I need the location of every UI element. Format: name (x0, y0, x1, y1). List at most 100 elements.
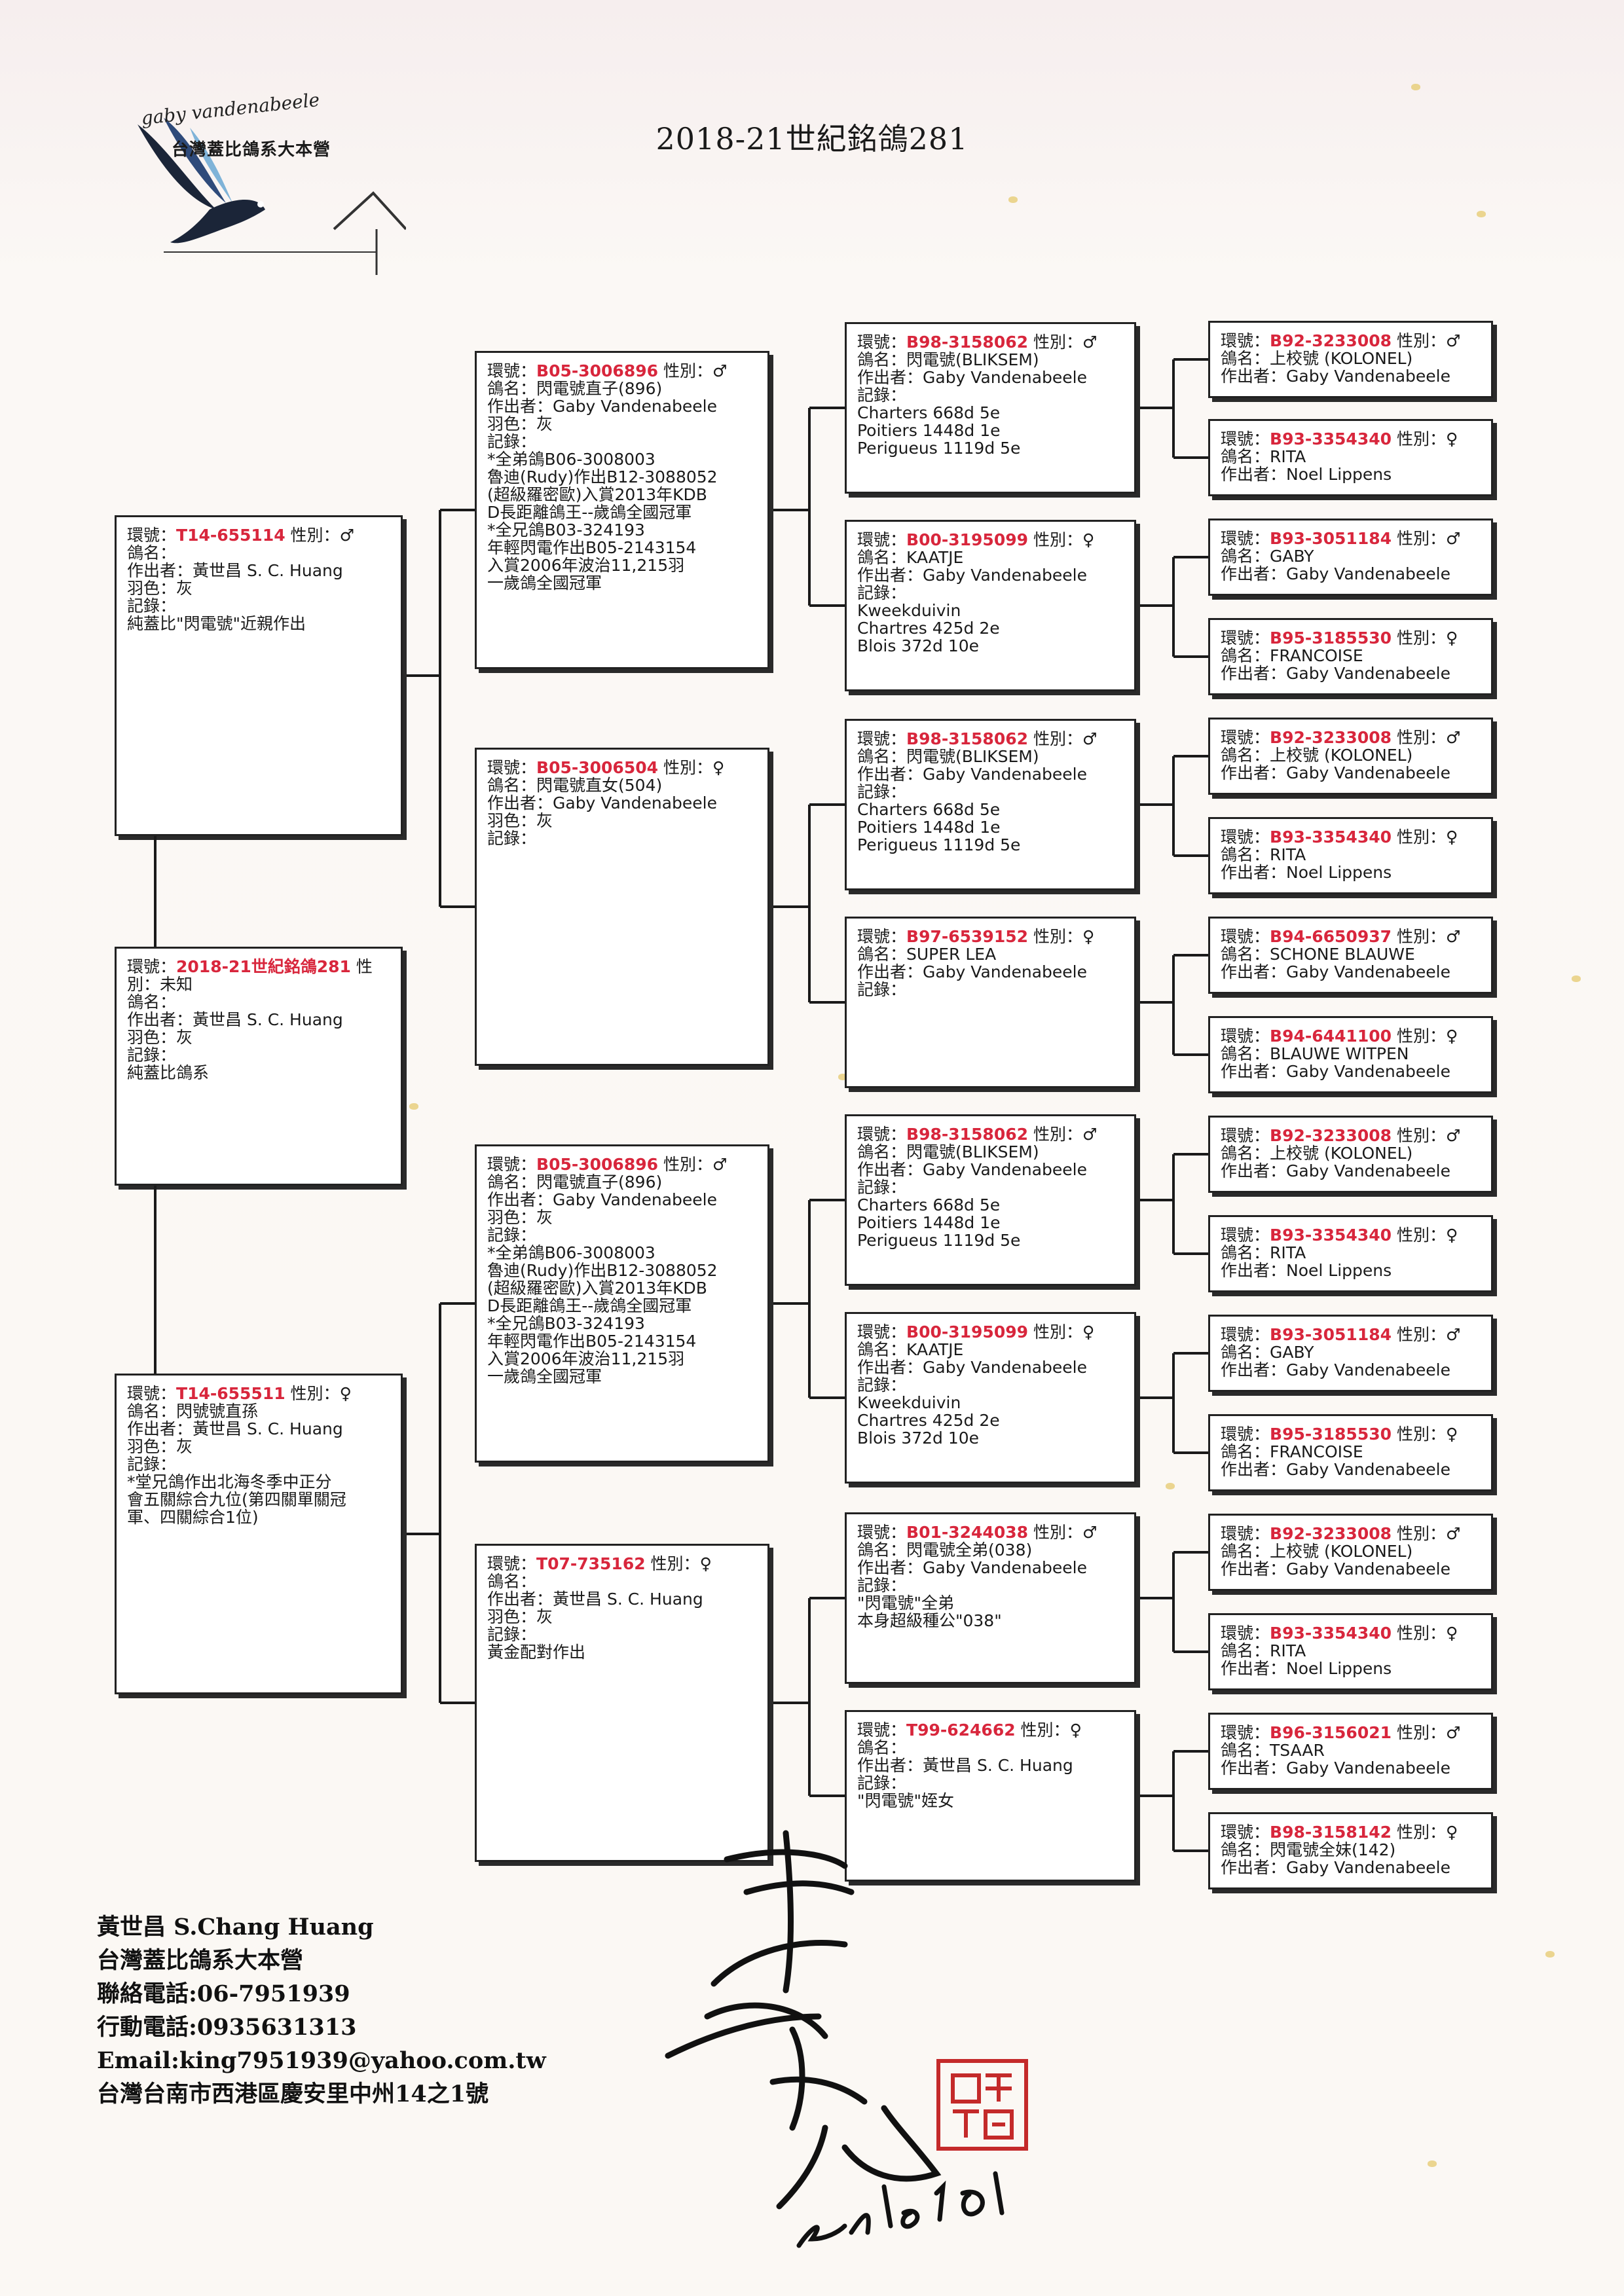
card-line: 羽色：灰 (127, 579, 193, 598)
connector-line (1173, 1153, 1208, 1156)
card-line: 記錄： (127, 1455, 177, 1474)
card-line: Perigueus 1119d 5e (857, 835, 1021, 854)
card-line: 魯迪(Rudy)作出B12-3088052 (487, 467, 718, 486)
card-line: Charters 668d 5e (857, 1195, 1001, 1214)
ring-line: 環號：B92-3233008 性別：♂ (1221, 1525, 1481, 1542)
sex-label: 性別： (1392, 1723, 1446, 1742)
sex-value: ♀ (1445, 1823, 1458, 1842)
card-line: 一歲鴿全國冠軍 (487, 1367, 602, 1386)
connector-line (773, 1702, 809, 1704)
card-line: *全弟鴿B06-3008003 (487, 1243, 655, 1262)
ring-line: 環號：B94-6441100 性別：♀ (1221, 1027, 1481, 1045)
connector-line (440, 1702, 475, 1704)
ring-label: 環號： (1221, 927, 1270, 946)
card-line: 作出者：Gaby Vandenabeele (1221, 564, 1451, 583)
sex-label: 性別： (658, 1155, 712, 1174)
card-line: 羽色：灰 (487, 414, 553, 433)
ring-line: 環號：B97-6539152 性別：♀ (857, 928, 1124, 945)
pedigree-card-g2c: 環號：B05-3006896 性別：♂鴿名：閃電號直子(896)作出者：Gaby… (475, 1144, 769, 1463)
card-line: 鴿名：上校號 (KOLONEL) (1221, 1542, 1413, 1561)
sex-value: ♀ (1069, 1721, 1082, 1740)
card-line: (超級羅密歐)入賞2013年KDB (487, 485, 707, 504)
card-line: 入賞2006年波治11,215羽 (487, 556, 685, 575)
ring-label: 環號： (857, 1125, 907, 1144)
pedigree-card-g1b: 環號：T14-655511 性別：♀鴿名：閃號號直孫作出者：黃世昌 S. C. … (115, 1374, 403, 1694)
card-line: Chartres 425d 2e (857, 1411, 1000, 1430)
ring-line: 環號：B93-3354340 性別：♀ (1221, 430, 1481, 448)
card-line: 作出者：Gaby Vandenabeele (1221, 962, 1451, 981)
card-line: 作出者：Gaby Vandenabeele (857, 1358, 1088, 1377)
sex-label: 性別： (285, 1384, 340, 1403)
sex-value: ♂ (1445, 1723, 1461, 1742)
connector-line (154, 836, 157, 947)
ring-label: 環號： (1221, 1823, 1270, 1842)
contact-org: 台灣蓋比鴿系大本營 (97, 1947, 304, 1974)
ring-number: B00-3195099 (906, 1322, 1029, 1341)
card-line: 一歲鴿全國冠軍 (487, 574, 602, 592)
connector-line (1172, 955, 1175, 1055)
sex-label: 性別： (1392, 1126, 1446, 1145)
ring-number: B97-6539152 (906, 927, 1029, 946)
pedigree-card-g4a: 環號：B92-3233008 性別：♂鴿名：上校號 (KOLONEL)作出者：G… (1208, 321, 1493, 398)
sex-label: 性別： (1392, 1027, 1446, 1046)
ring-number: B93-3051184 (1270, 529, 1392, 548)
sex-value: ♂ (339, 526, 354, 545)
card-line: 鴿名：BLAUWE WITPEN (1221, 1044, 1409, 1063)
card-line: 記錄： (487, 1226, 537, 1245)
ring-label: 環號： (1221, 629, 1270, 647)
connector-line (1173, 1352, 1208, 1355)
connector-line (809, 1001, 845, 1004)
ring-label: 環號： (1221, 1524, 1270, 1543)
connector-line (1140, 1199, 1173, 1201)
sex-label: 性別： (1392, 1325, 1446, 1344)
connector-line (407, 1533, 440, 1535)
card-line: 作出者：黃世昌 S. C. Huang (127, 1419, 343, 1438)
ring-line: 環號：B94-6650937 性別：♂ (1221, 928, 1481, 945)
pedigree-card-g3h: 環號：T99-624662 性別：♀鴿名：作出者：黃世昌 S. C. Huang… (845, 1710, 1136, 1882)
connector-line (1172, 1353, 1175, 1453)
ring-label: 環號： (1221, 1126, 1270, 1145)
ring-line: 環號：B93-3051184 性別：♂ (1221, 1326, 1481, 1343)
sex-label: 性別： (658, 361, 712, 380)
connector-line (808, 1598, 811, 1796)
ring-number: T14-655511 (176, 1384, 286, 1403)
connector-line (1173, 1750, 1208, 1753)
ring-label: 環號： (1221, 1624, 1270, 1643)
connector-line (1173, 1252, 1208, 1255)
contact-mobile: 行動電話:0935631313 (97, 2014, 357, 2041)
ring-line: 環號：2018-21世紀銘鴿281 性 (127, 958, 390, 975)
card-line: 鴿名：RITA (1221, 1243, 1306, 1262)
ring-number: T99-624662 (906, 1721, 1016, 1740)
ring-line: 環號：B92-3233008 性別：♂ (1221, 332, 1481, 350)
contact-phone: 聯絡電話:06-7951939 (97, 1980, 350, 2007)
card-line: Blois 372d 10e (857, 636, 980, 655)
sex-label: 性別： (1392, 1624, 1446, 1643)
card-line: 記錄： (857, 980, 907, 999)
ring-line: 環號：B98-3158142 性別：♀ (1221, 1823, 1481, 1841)
connector-line (1172, 1552, 1175, 1652)
ring-number: B93-3354340 (1270, 828, 1392, 847)
logo-org-name: 台灣蓋比鴿系大本營 (172, 140, 331, 160)
sex-value: ♂ (1082, 729, 1098, 748)
ring-line: 環號：T07-735162 性別：♀ (487, 1555, 757, 1573)
sex-value: ♀ (1082, 927, 1095, 946)
ring-label: 環號： (1221, 331, 1270, 350)
sex-label: 性別： (1015, 1721, 1070, 1740)
ring-label: 環號： (857, 729, 907, 748)
connector-line (1173, 1850, 1208, 1852)
connector-line (809, 407, 845, 409)
card-line: 作出者：黃世昌 S. C. Huang (487, 1590, 703, 1609)
ring-line: 環號：T99-624662 性別：♀ (857, 1721, 1124, 1739)
sex-value: ♂ (1445, 1325, 1461, 1344)
card-line: 本身超級種公"038" (857, 1611, 1002, 1630)
connector-line (1140, 1001, 1173, 1004)
card-line: 作出者：黃世昌 S. C. Huang (857, 1756, 1073, 1775)
pedigree-card-g3a: 環號：B98-3158062 性別：♂鴿名：閃電號(BLIKSEM)作出者：Ga… (845, 322, 1136, 494)
pedigree-card-g4p: 環號：B98-3158142 性別：♀鴿名：閃電號全妹(142)作出者：Gaby… (1208, 1812, 1493, 1889)
connector-line (1140, 1597, 1173, 1599)
contact-block: 黃世昌 S.Chang Huang 台灣蓋比鴿系大本營 聯絡電話:06-7951… (97, 1910, 546, 2111)
